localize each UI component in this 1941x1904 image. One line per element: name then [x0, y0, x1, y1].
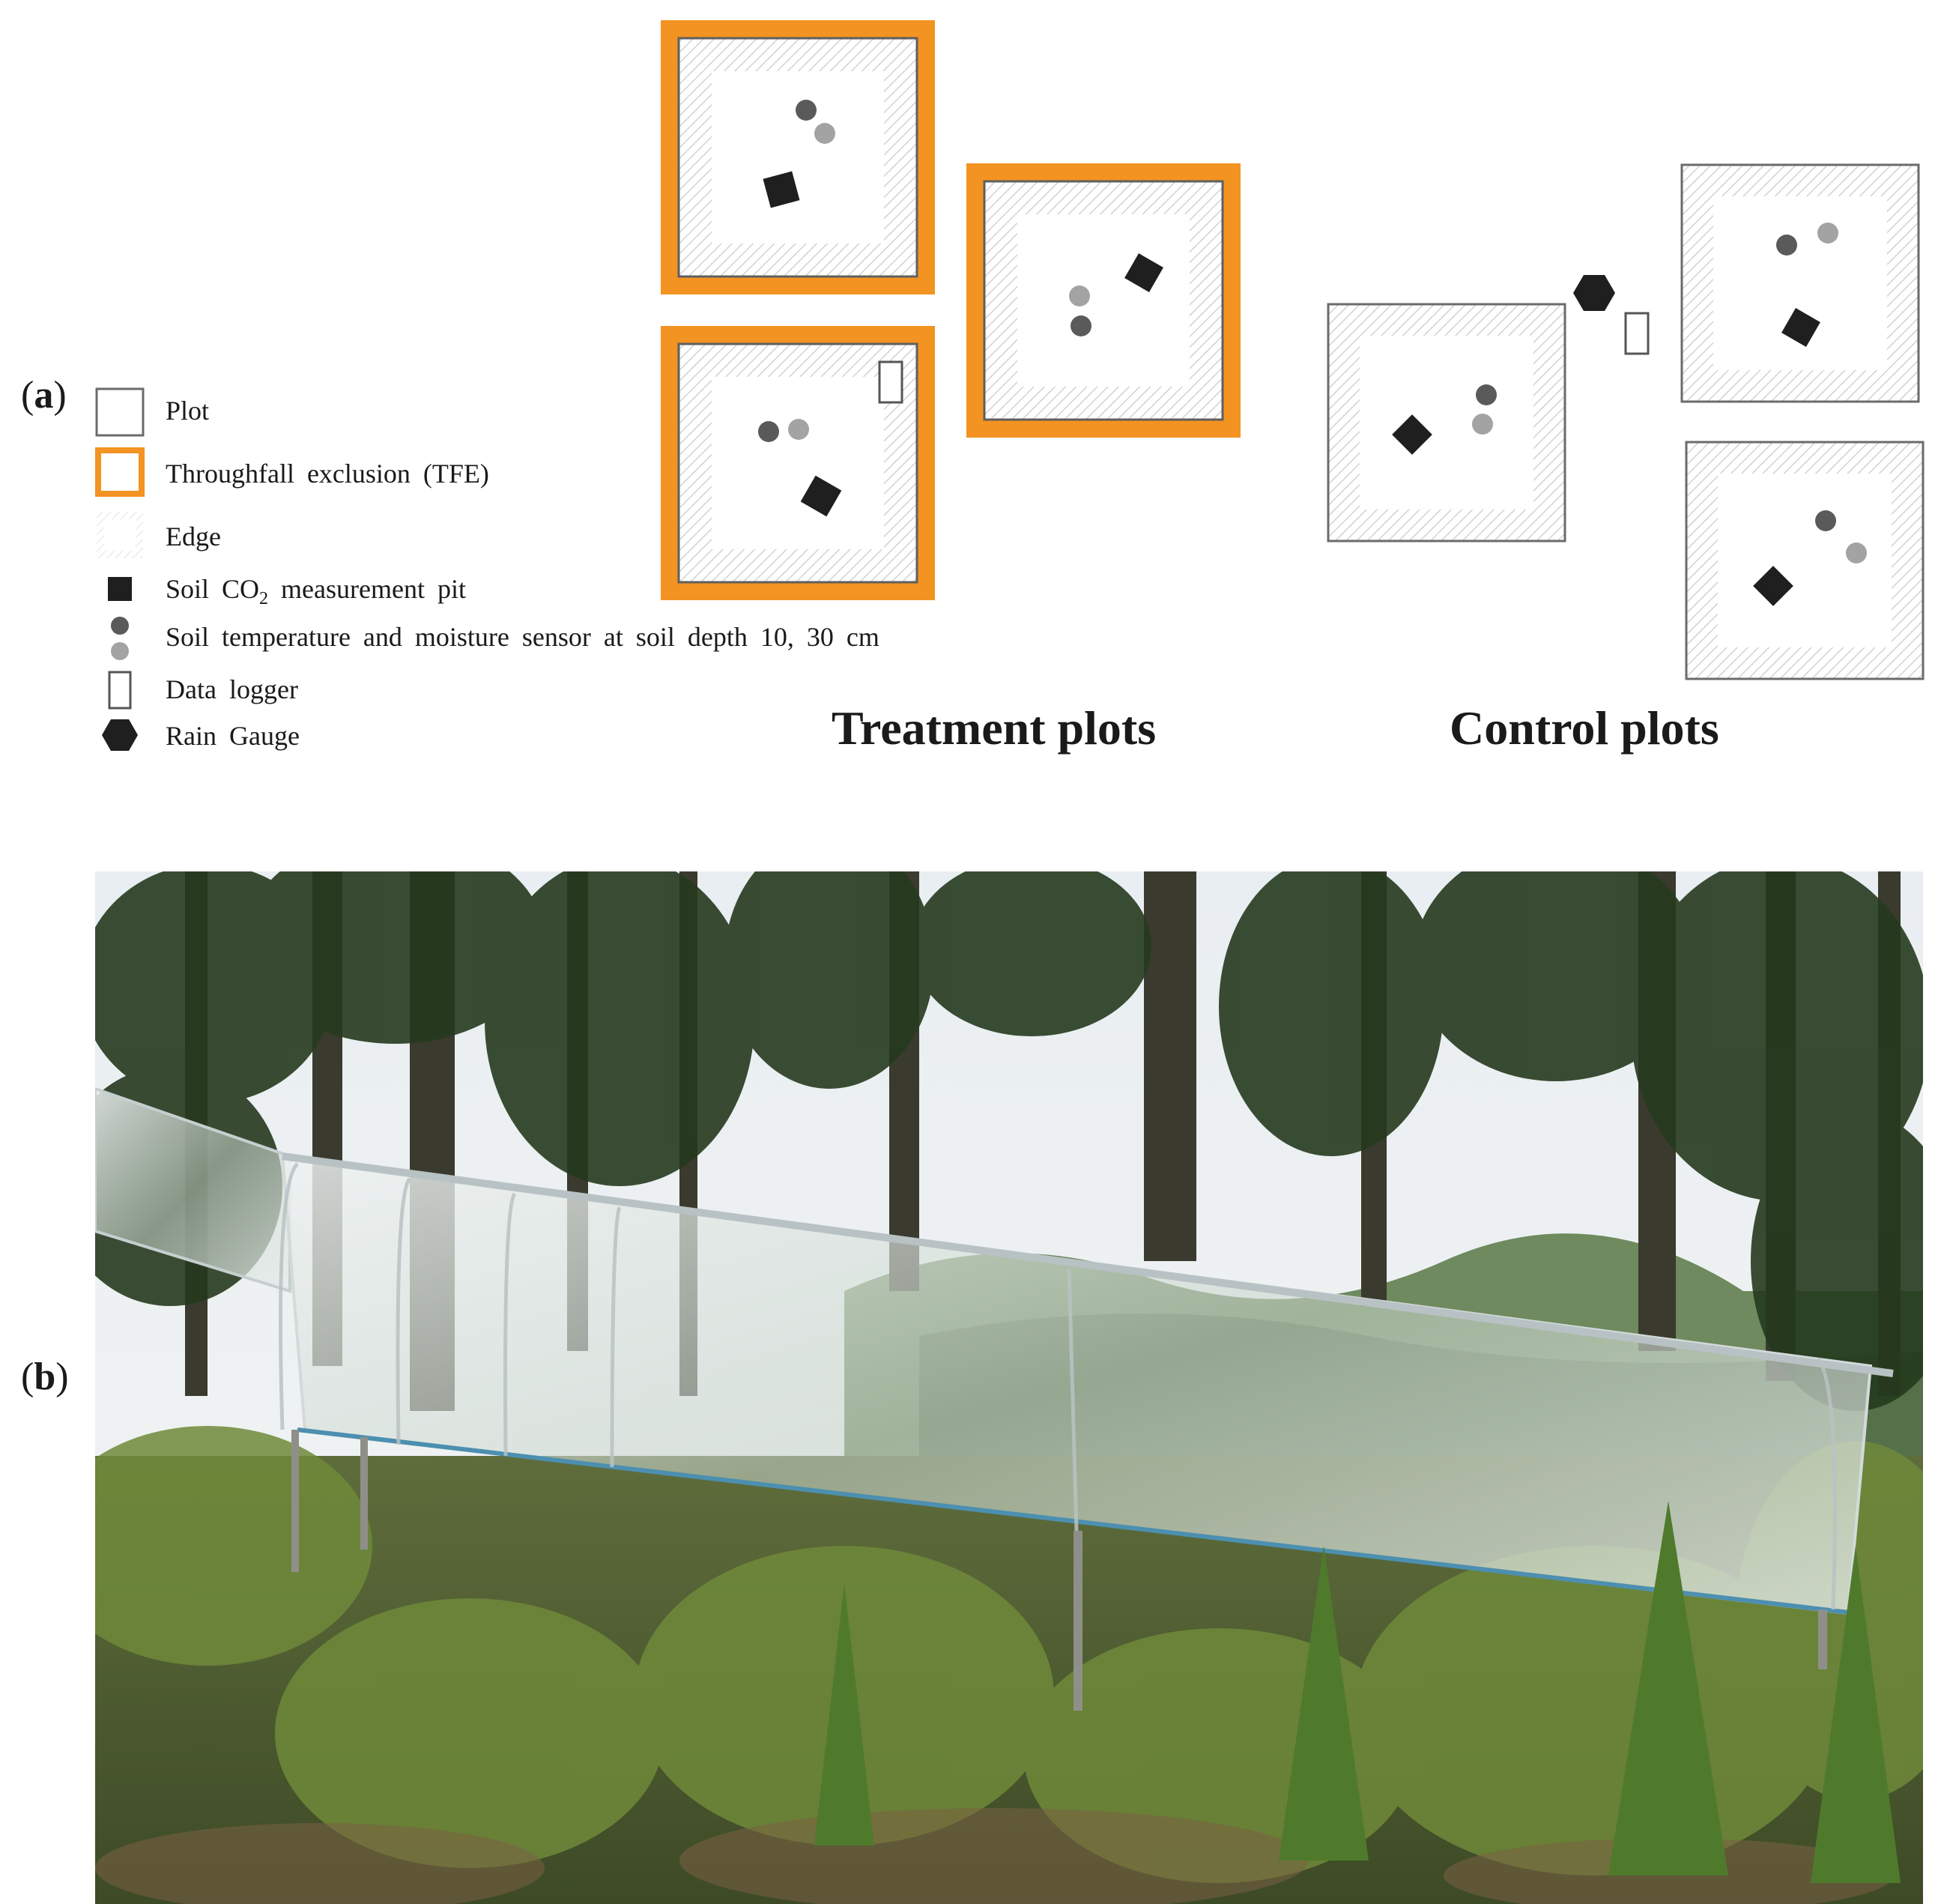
co2-pit: [1781, 308, 1820, 347]
rain-gauge: [1573, 275, 1615, 311]
sensor-dots-icon: [111, 617, 129, 660]
legend-item-rain: Rain Gauge: [94, 710, 918, 762]
legend-item-plot: Plot: [94, 384, 918, 437]
legend: Plot Throughfall exclusion (TFE) Edge So…: [94, 378, 918, 768]
sensor-30cm: [1846, 543, 1867, 563]
sensor-10cm: [796, 100, 817, 121]
data-logger: [878, 360, 903, 404]
tfe-icon: [95, 447, 145, 497]
plot-core: [1017, 214, 1190, 387]
sensor-10cm: [1071, 315, 1091, 336]
co2-pit: [1124, 253, 1163, 292]
legend-item-edge: Edge: [94, 510, 918, 563]
data-logger: [1624, 312, 1650, 355]
field-photo: [95, 871, 1923, 1904]
legend-item-sensor: Soil temperature and moisture sensor at …: [94, 611, 918, 663]
hexagon-icon: [102, 719, 138, 751]
legend-item-logger: Data logger: [94, 663, 918, 716]
sensor-30cm: [814, 123, 835, 144]
sensor-30cm: [788, 419, 809, 440]
co2-pit: [800, 475, 842, 517]
panel-label-a: (a): [21, 374, 67, 417]
treatment-plots-title: Treatment plots: [832, 701, 1157, 755]
treatment-plot-3: [966, 163, 1241, 438]
control-plot-3: [1685, 441, 1925, 680]
control-plots-title: Control plots: [1450, 701, 1719, 755]
control-plot-2: [1680, 163, 1920, 403]
panel-label-b: (b): [21, 1356, 69, 1398]
sensor-10cm: [1476, 384, 1497, 405]
legend-item-tfe: Throughfall exclusion (TFE): [94, 447, 918, 500]
square-icon: [108, 577, 132, 601]
sensor-10cm: [758, 421, 779, 442]
edge-icon: [97, 512, 143, 558]
legend-item-co2-pit: Soil CO2 measurement pit: [94, 563, 918, 615]
control-plot-1: [1327, 303, 1566, 543]
plot-core: [1713, 196, 1887, 370]
sensor-30cm: [1069, 285, 1090, 306]
sensor-30cm: [1817, 223, 1838, 244]
co2-pit: [763, 171, 800, 208]
shelter-photo-illustration: [95, 871, 1923, 1904]
plot-core: [712, 377, 884, 549]
sensor-10cm: [1776, 235, 1797, 256]
treatment-plot-2: [661, 326, 935, 600]
sensor-30cm: [1472, 414, 1493, 435]
plot-core: [1360, 336, 1533, 510]
plot-icon: [95, 387, 145, 437]
treatment-plot-1: [661, 20, 935, 294]
sensor-10cm: [1815, 510, 1836, 531]
plot-core: [1718, 474, 1892, 647]
logger-icon: [108, 671, 132, 710]
plot-layout-diagram: [661, 20, 1925, 680]
plot-core: [712, 71, 884, 244]
